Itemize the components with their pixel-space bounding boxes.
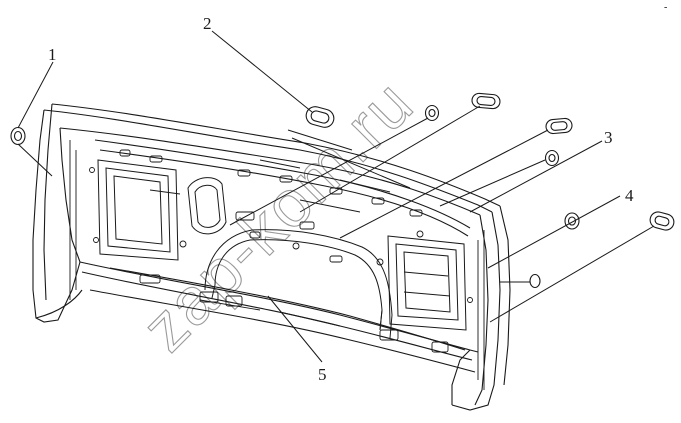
grommet-oblong-right — [649, 211, 675, 231]
callout-1: 1 — [48, 45, 57, 64]
corner-mark: - — [664, 2, 667, 13]
callout-5: 5 — [318, 365, 327, 384]
leader-1 — [17, 61, 54, 129]
center-bracket — [187, 177, 227, 235]
panel-details — [69, 140, 485, 390]
leader-4b — [489, 225, 655, 323]
grommet-small-top — [424, 104, 440, 122]
leader-top-b — [299, 105, 481, 213]
callout-4: 4 — [625, 186, 634, 205]
callout-3: 3 — [604, 128, 613, 147]
leader-top-a — [229, 117, 429, 226]
leader-lines — [17, 30, 655, 363]
callout-2: 2 — [203, 14, 212, 33]
grommet-item-3 — [544, 149, 560, 167]
left-window-frame — [97, 159, 179, 261]
leader-3 — [469, 140, 603, 213]
leader-2-bracket — [287, 129, 411, 189]
leader-4 — [487, 195, 621, 269]
right-window-frame — [387, 235, 467, 331]
leader-1b — [17, 143, 53, 177]
leader-3b — [439, 159, 546, 207]
rear-wall-panel — [32, 103, 511, 411]
grommet-item-4 — [564, 212, 580, 230]
grommet-oblong-mid — [545, 117, 573, 135]
grommet-item-2 — [305, 106, 335, 128]
watermark: zap-kom.ru — [127, 64, 428, 365]
leader-top-c — [339, 129, 549, 239]
callout-labels: 1 2 3 4 5 — [48, 14, 634, 384]
watermark-text: zap-kom.ru — [128, 65, 428, 365]
center-opening — [204, 229, 393, 339]
leader-2 — [211, 30, 313, 113]
grommet-item-1 — [10, 126, 26, 146]
grommet-installed — [529, 273, 541, 289]
leader-5 — [267, 295, 323, 363]
grommet-oblong-top — [471, 92, 501, 110]
